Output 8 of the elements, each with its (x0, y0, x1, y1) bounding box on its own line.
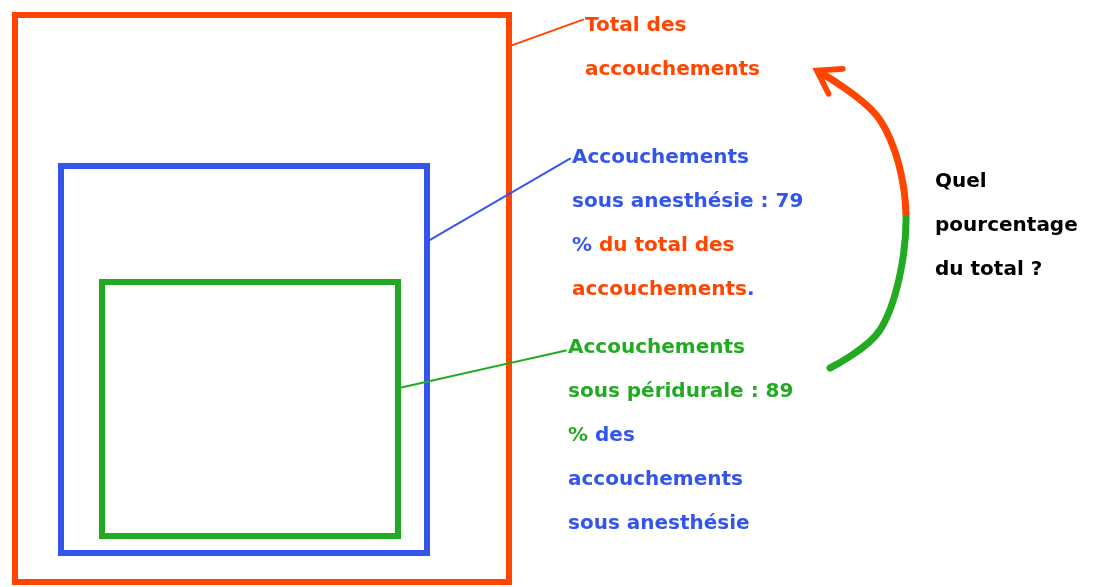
curved-arrow (814, 66, 910, 372)
rectangle-outline (12, 12, 512, 585)
callout-text: Total des accouchements (585, 2, 800, 90)
callout-text: Accouchements sous anesthésie : 79 % du total des accouchements. (572, 134, 804, 310)
question-text: Quel pourcentage du total ? (935, 167, 1079, 282)
callout-text: Accouchements sous péridurale : 89 % des accouchements sous anesthésie (568, 324, 800, 544)
rectangle-outline (99, 279, 401, 539)
rectangle-outline (58, 163, 430, 556)
